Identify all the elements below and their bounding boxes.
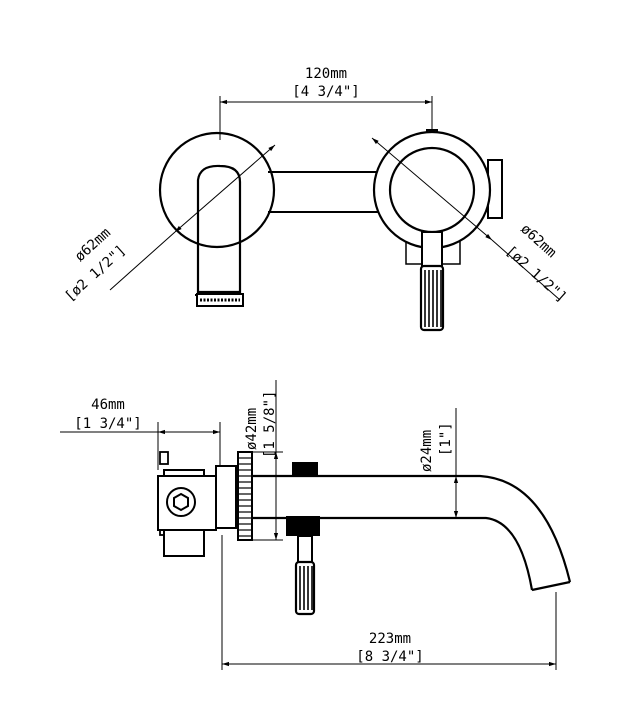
dim-24mm: ø24mm [1"] xyxy=(419,408,459,518)
dim-46mm-metric: 46mm xyxy=(91,397,125,413)
dim-right-flange-imperial: [ø2 1/2"] xyxy=(502,243,569,306)
valve-body xyxy=(157,451,237,557)
dim-24mm-metric: ø24mm xyxy=(419,430,435,472)
dim-46mm: 46mm [1 3/4"] xyxy=(60,397,221,470)
dim-120mm: 120mm [4 3/4"] xyxy=(219,66,433,140)
left-flange-top xyxy=(158,131,276,307)
top-view: 120mm [4 3/4"] ø62mm [ø2 1/2"] xyxy=(62,66,569,332)
dim-120mm-metric: 120mm xyxy=(305,66,347,82)
dim-24mm-imperial: [1"] xyxy=(438,422,454,456)
side-handle xyxy=(286,462,320,616)
dim-120mm-imperial: [4 3/4"] xyxy=(292,84,359,100)
dim-42mm-imperial: [1 5/8"] xyxy=(262,391,278,458)
right-flange-top xyxy=(372,129,503,332)
dim-42mm: ø42mm [1 5/8"] xyxy=(244,380,283,541)
side-view: 46mm [1 3/4"] xyxy=(60,380,572,670)
knurled-ring xyxy=(237,451,253,541)
dim-223mm-imperial: [8 3/4"] xyxy=(356,649,423,665)
dim-223mm-metric: 223mm xyxy=(369,631,411,647)
dim-left-flange: ø62mm [ø2 1/2"] xyxy=(62,144,276,305)
dim-223mm: 223mm [8 3/4"] xyxy=(221,535,557,670)
spout xyxy=(252,474,572,592)
connecting-pipe xyxy=(268,171,384,213)
dim-46mm-imperial: [1 3/4"] xyxy=(74,416,141,432)
dim-42mm-metric: ø42mm xyxy=(244,408,260,450)
